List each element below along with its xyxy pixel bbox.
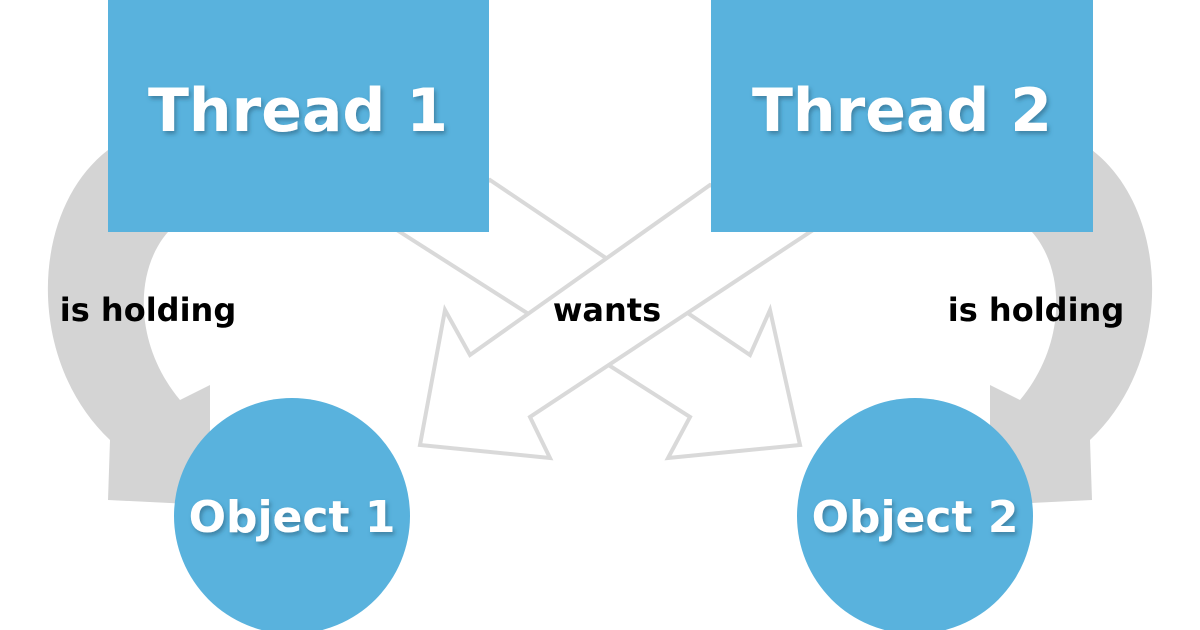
wants-label: wants	[553, 291, 661, 329]
object-2-circle	[797, 398, 1033, 630]
object-1-label: Object 1	[189, 492, 396, 543]
is-holding-label-right: is holding	[948, 291, 1124, 329]
thread-2-label: Thread 2	[752, 76, 1052, 146]
wants-arrow-thread2-to-object1	[417, 182, 815, 461]
thread-2-box	[711, 0, 1093, 232]
thread-1-box	[108, 0, 489, 232]
object-2-label: Object 2	[812, 492, 1019, 543]
thread-1-label: Thread 1	[148, 76, 448, 146]
is-holding-label-left: is holding	[60, 291, 236, 329]
object-1-circle	[174, 398, 410, 630]
holding-arrow-left	[47, 150, 210, 505]
holding-arrow-right	[990, 150, 1153, 505]
